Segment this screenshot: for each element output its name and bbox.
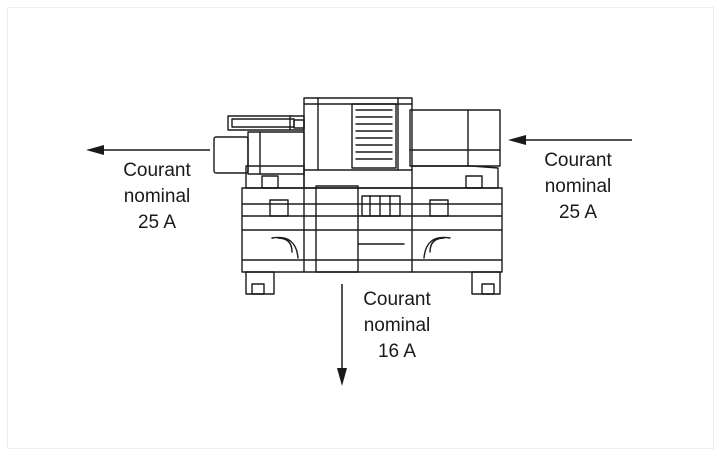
down-label-line3: 16 A [377,341,417,362]
main-body [241,165,503,273]
right-label-line2: nominal [544,176,612,197]
top-housing [303,97,413,171]
down-label-line2: nominal [363,315,431,336]
arrow-left [86,145,210,155]
left-label-line1: Courant [123,160,191,181]
left-label-line3: 25 A [137,212,177,233]
down-label-line1: Courant [363,289,431,310]
right-label-line1: Courant [544,150,612,171]
left-current-label: Courant nominal 25 A [100,158,214,236]
left-cable-plug [213,115,305,175]
right-label-line3: 25 A [558,202,598,223]
left-label-line2: nominal [123,186,191,207]
diagram-frame [7,7,714,449]
feet [245,271,501,295]
arrow-down [337,284,347,386]
right-current-label: Courant nominal 25 A [521,148,635,226]
arrow-right-incoming [508,135,632,145]
down-current-label: Courant nominal 16 A [340,287,454,365]
right-cable-plug [409,109,501,167]
